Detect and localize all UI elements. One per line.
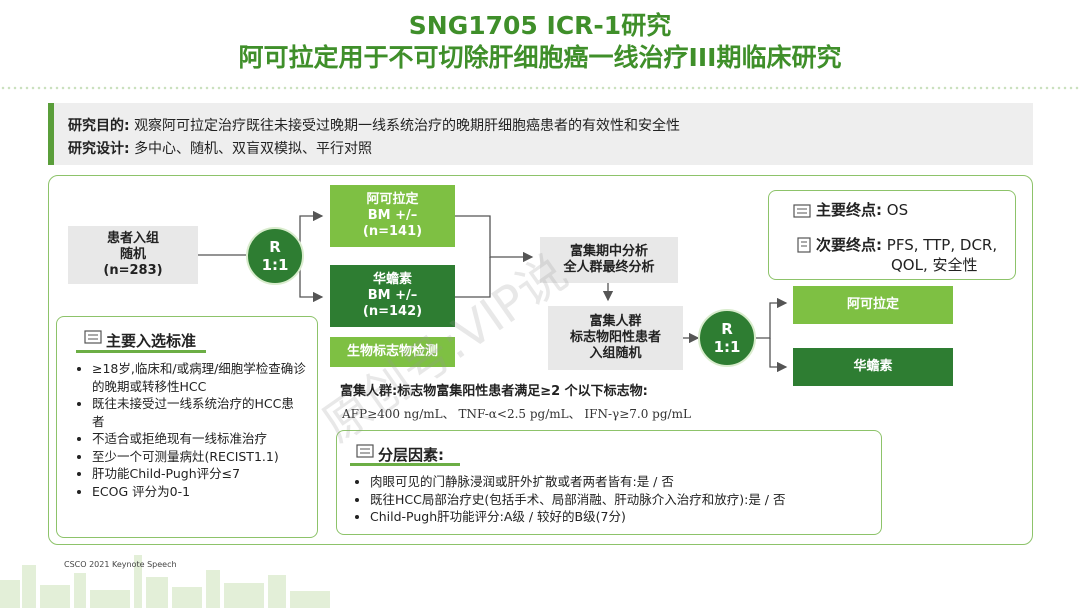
study-purpose: 研究目的: 观察阿可拉定治疗既往未接受过晚期一线系统治疗的晚期肝细胞癌患者的有效… xyxy=(68,115,680,135)
randomization-circle-right: R 1:1 xyxy=(698,309,756,367)
criteria-item: 不适合或拒绝现有一线标准治疗 xyxy=(92,430,306,448)
doc-icon xyxy=(84,329,102,348)
criteria-item: 至少一个可测量病灶(RECIST1.1) xyxy=(92,448,306,466)
enriched-line-1: 富集人群 xyxy=(589,314,642,329)
enriched-line-2: 标志物阳性患者 xyxy=(569,330,661,345)
stratification-item: 肉眼可见的门静脉浸润或肝外扩散或者两者皆有:是 / 否 xyxy=(370,473,872,491)
biomarker-test-box: 生物标志物检测 xyxy=(330,337,455,367)
footer-text: CSCO 2021 Keynote Speech xyxy=(64,560,177,569)
line-rand-out1 xyxy=(755,297,788,339)
arm2-n: (n=142) xyxy=(362,304,423,319)
line-arm2-interim xyxy=(455,257,491,298)
stratification-title-underline xyxy=(350,463,460,466)
criteria-title: 主要入选标准 xyxy=(106,332,197,350)
criteria-item: 肝功能Child-Pugh评分≤7 xyxy=(92,465,306,483)
rand-right-ratio: 1:1 xyxy=(713,338,741,356)
outcome-arm-huachansu: 华蟾素 xyxy=(793,348,953,386)
criteria-item: ECOG 评分为0-1 xyxy=(92,483,306,501)
interim-analysis-box: 富集期中分析 全人群最终分析 xyxy=(540,237,678,283)
secondary-endpoint: 次要终点: PFS, TTP, DCR, xyxy=(816,236,997,254)
secondary-endpoint-label: 次要终点: xyxy=(816,236,882,254)
enrichment-markers: AFP≥400 ng/mL、 TNF-α<2.5 pg/mL、 IFN-γ≥7.… xyxy=(342,407,691,421)
purpose-text: 观察阿可拉定治疗既往未接受过晚期一线系统治疗的晚期肝细胞癌患者的有效性和安全性 xyxy=(134,118,681,134)
rand-right-r: R xyxy=(721,320,733,338)
arm2-name: 华蟾素 xyxy=(372,272,412,287)
arm2-bm: BM +/– xyxy=(367,288,418,303)
outcome-arm-akeladine: 阿可拉定 xyxy=(793,286,953,324)
criteria-title-underline xyxy=(76,350,206,353)
stratification-title: 分层因素: xyxy=(378,446,444,464)
arm-huachansu-box: 华蟾素 BM +/– (n=142) xyxy=(330,265,455,327)
interim-line-1: 富集期中分析 xyxy=(569,244,648,259)
title-line-2: 阿可拉定用于不可切除肝细胞癌一线治疗III期临床研究 xyxy=(238,43,842,72)
inclusion-criteria-panel xyxy=(56,316,318,538)
rand-left-r: R xyxy=(269,238,281,256)
stratification-list: 肉眼可见的门静脉浸润或肝外扩散或者两者皆有:是 / 否 既往HCC局部治疗史(包… xyxy=(352,473,872,526)
study-design: 研究设计: 多中心、随机、双盲双模拟、平行对照 xyxy=(68,138,372,158)
enriched-population-box: 富集人群 标志物阳性患者 入组随机 xyxy=(548,306,683,370)
primary-endpoint: 主要终点: OS xyxy=(816,201,908,219)
city-skyline-decoration xyxy=(0,555,330,608)
stratification-item: Child-Pugh肝功能评分:A级 / 较好的B级(7分) xyxy=(370,508,872,526)
arm1-name: 阿可拉定 xyxy=(366,192,419,207)
primary-endpoint-label: 主要终点: xyxy=(816,201,882,219)
design-text: 多中心、随机、双盲双模拟、平行对照 xyxy=(134,141,373,157)
criteria-list: ≥18岁,临床和/或病理/细胞学检查确诊的晚期或转移性HCC 既往未接受过一线系… xyxy=(74,360,306,500)
purpose-label: 研究目的: xyxy=(68,118,130,134)
secondary-endpoint-value-2: QOL, 安全性 xyxy=(891,256,978,274)
study-info-bar xyxy=(48,103,1033,165)
arm1-n: (n=141) xyxy=(362,224,423,239)
design-label: 研究设计: xyxy=(68,141,130,157)
line-arm1-interim xyxy=(455,215,534,263)
criteria-item: ≥18岁,临床和/或病理/细胞学检查确诊的晚期或转移性HCC xyxy=(92,360,306,395)
criteria-item: 既往未接受过一线系统治疗的HCC患者 xyxy=(92,395,306,430)
interim-line-2: 全人群最终分析 xyxy=(563,260,655,275)
doc-icon xyxy=(793,203,811,222)
enriched-line-3: 入组随机 xyxy=(589,346,642,361)
stratification-item: 既往HCC局部治疗史(包括手术、局部消融、肝动脉介入治疗和放疗):是 / 否 xyxy=(370,491,872,509)
title-line-1: SNG1705 ICR-1研究 xyxy=(408,11,672,40)
dotted-divider xyxy=(0,85,1080,91)
enroll-line-1: 患者入组 xyxy=(106,231,159,246)
arm1-bm: BM +/– xyxy=(367,208,418,223)
stratification-panel xyxy=(336,430,882,535)
line-rand-out2 xyxy=(769,338,788,373)
doc-icon xyxy=(356,443,374,462)
randomization-circle-left: R 1:1 xyxy=(246,227,304,285)
study-diagram-frame xyxy=(48,175,1033,545)
enrollment-box: 患者入组 随机 (n=283) xyxy=(68,226,198,284)
enrichment-definition-title: 富集人群:标志物富集阳性患者满足≥2 个以下标志物: xyxy=(340,384,648,399)
primary-endpoint-value: OS xyxy=(886,201,909,219)
checklist-icon xyxy=(797,237,813,257)
enroll-line-3: (n=283) xyxy=(103,263,163,278)
rand-left-ratio: 1:1 xyxy=(261,256,289,274)
secondary-endpoint-value-1: PFS, TTP, DCR, xyxy=(886,236,998,254)
arm-akeladine-box: 阿可拉定 BM +/– (n=141) xyxy=(330,185,455,247)
enroll-line-2: 随机 xyxy=(119,247,146,262)
